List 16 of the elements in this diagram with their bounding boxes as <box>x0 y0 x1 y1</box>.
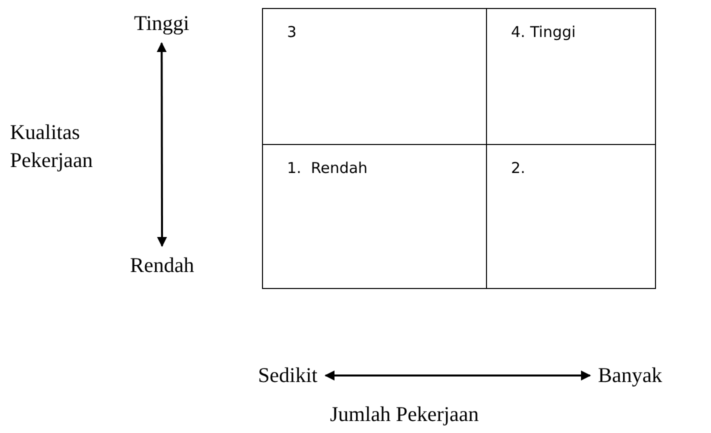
axis-title: Jumlah Pekerjaan <box>330 401 480 428</box>
double-arrow <box>324 370 591 381</box>
axis-end-label: Tinggi <box>134 12 190 36</box>
axis-title: Kualitas Pekerjaan <box>10 119 94 174</box>
cell-text: 1. Rendah <box>287 159 368 177</box>
cell-text: 4. Tinggi <box>511 23 576 41</box>
axis-end-label: Rendah <box>130 254 194 278</box>
matrix-cell <box>486 8 656 146</box>
cell-text: 3 <box>287 23 297 41</box>
matrix-cell <box>486 144 656 289</box>
cell-text: 2. <box>511 159 526 177</box>
double-arrow <box>156 42 168 247</box>
axis-end-label: Banyak <box>598 364 662 388</box>
matrix-cell <box>262 144 488 289</box>
axis-end-label: Sedikit <box>258 364 318 388</box>
matrix-cell <box>262 8 488 146</box>
